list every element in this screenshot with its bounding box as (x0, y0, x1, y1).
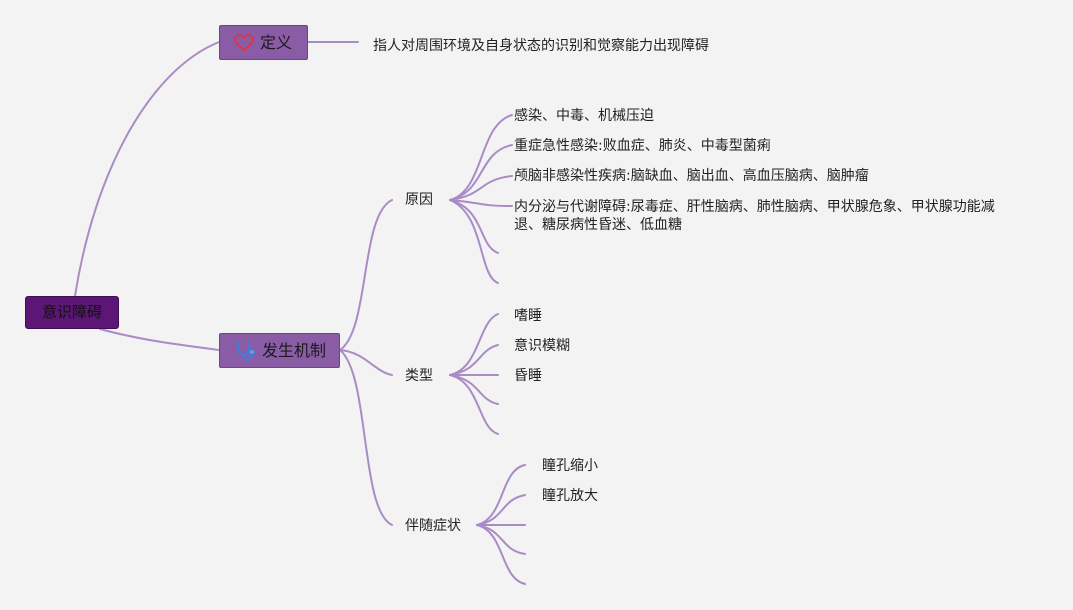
link-mechanism-symptoms (339, 349, 393, 526)
type-item[interactable]: 昏睡 (514, 368, 542, 384)
link-type-5 (449, 374, 499, 435)
link-type-4 (449, 374, 499, 405)
topic-definition[interactable]: 定义 (219, 25, 308, 60)
subtopic-causes[interactable]: 原因 (405, 192, 433, 208)
link-symptom-4 (476, 524, 526, 555)
symptom-item[interactable]: 瞳孔缩小 (542, 458, 598, 474)
cause-item[interactable]: 感染、中毒、机械压迫 (514, 108, 654, 124)
subtopic-types[interactable]: 类型 (405, 368, 433, 384)
definition-text: 指人对周围环境及自身状态的识别和觉察能力出现障碍 (373, 38, 709, 54)
link-type-2 (449, 344, 499, 376)
cause-item-line-2: 退、糖尿病性昏迷、低血糖 (514, 217, 682, 233)
link-cause-6 (449, 199, 499, 284)
link-cause-2 (449, 144, 513, 201)
cause-item-line-1: 内分泌与代谢障碍:尿毒症、肝性脑病、肺性脑病、甲状腺危象、甲状腺功能减 (514, 199, 995, 215)
type-item[interactable]: 意识模糊 (514, 338, 570, 354)
link-cause-3 (449, 175, 513, 201)
link-mechanism-types (339, 349, 393, 376)
link-symptom-2 (476, 494, 526, 526)
topic-mechanism-label: 发生机制 (262, 341, 327, 360)
root-topic[interactable]: 意识障碍 (25, 296, 119, 329)
link-cause-5 (449, 199, 499, 254)
link-type-1 (449, 313, 499, 376)
heart-icon (234, 33, 254, 51)
link-symptom-5 (476, 524, 526, 585)
root-topic-label: 意识障碍 (41, 303, 102, 321)
cause-item[interactable]: 内分泌与代谢障碍:尿毒症、肝性脑病、肺性脑病、甲状腺危象、甲状腺功能减 退、糖尿… (514, 198, 995, 234)
subtopic-symptoms[interactable]: 伴随症状 (405, 518, 461, 534)
link-symptom-1 (476, 464, 526, 526)
link-mechanism-causes (339, 199, 393, 351)
symptom-item[interactable]: 瞳孔放大 (542, 488, 598, 504)
cause-item[interactable]: 颅脑非感染性疾病:脑缺血、脑出血、高血压脑病、脑肿瘤 (514, 168, 869, 184)
topic-definition-label: 定义 (260, 33, 293, 52)
link-root-mechanism (99, 328, 220, 351)
type-item[interactable]: 嗜睡 (514, 308, 542, 324)
link-cause-4 (449, 199, 513, 207)
link-cause-1 (449, 114, 513, 201)
link-root-definition (74, 41, 220, 297)
cause-item[interactable]: 重症急性感染:败血症、肺炎、中毒型菌痢 (514, 138, 771, 154)
stethoscope-icon (236, 341, 256, 360)
topic-mechanism[interactable]: 发生机制 (219, 333, 340, 368)
